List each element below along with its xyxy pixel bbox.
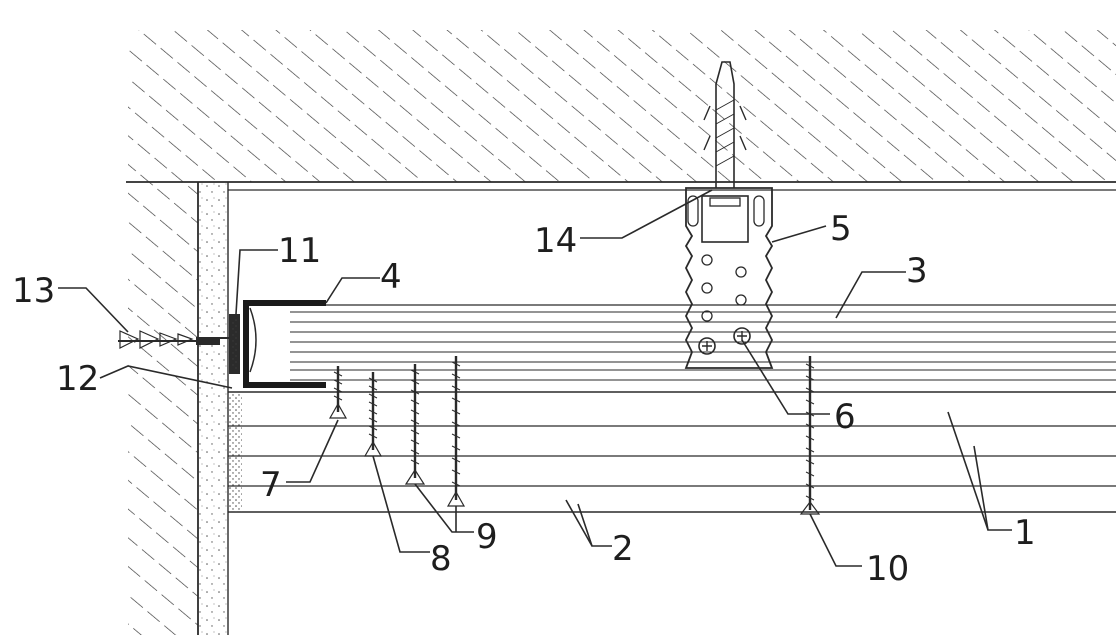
- side-wall: [128, 182, 199, 635]
- callout-labels: 1 2 3 4 5 6 7 8 9 10 11 12 13 14: [12, 209, 1036, 589]
- callout-4: 4: [380, 257, 402, 297]
- callout-13: 13: [12, 271, 55, 311]
- wall-anchor: [118, 330, 229, 349]
- ceiling-anchor: [703, 61, 747, 188]
- callout-8: 8: [430, 539, 452, 579]
- callout-5: 5: [830, 209, 852, 249]
- direct-hanger-bracket: [684, 187, 774, 369]
- screws: [328, 356, 821, 515]
- screw-8: [363, 372, 383, 457]
- callout-7: 7: [260, 465, 282, 505]
- callout-11: 11: [278, 231, 321, 271]
- callout-3: 3: [906, 251, 928, 291]
- separating-strip: [228, 392, 242, 512]
- callout-1: 1: [1014, 513, 1036, 553]
- callout-6: 6: [834, 397, 856, 437]
- callout-14: 14: [534, 221, 577, 261]
- screw-9b: [446, 356, 466, 507]
- wall-plaster-layer: [198, 182, 229, 635]
- screw-9a: [404, 364, 426, 485]
- leader-lines: [58, 189, 1012, 567]
- ceiling-profile-lines: [290, 304, 1116, 381]
- callout-9: 9: [476, 517, 498, 557]
- callout-12: 12: [56, 359, 99, 399]
- screw-7: [328, 366, 348, 419]
- u-wall-profile: [243, 300, 326, 388]
- callout-10: 10: [866, 549, 909, 589]
- callout-2: 2: [612, 529, 634, 569]
- concrete-slab: [126, 30, 1116, 183]
- ceiling-board-layers: [228, 391, 1116, 513]
